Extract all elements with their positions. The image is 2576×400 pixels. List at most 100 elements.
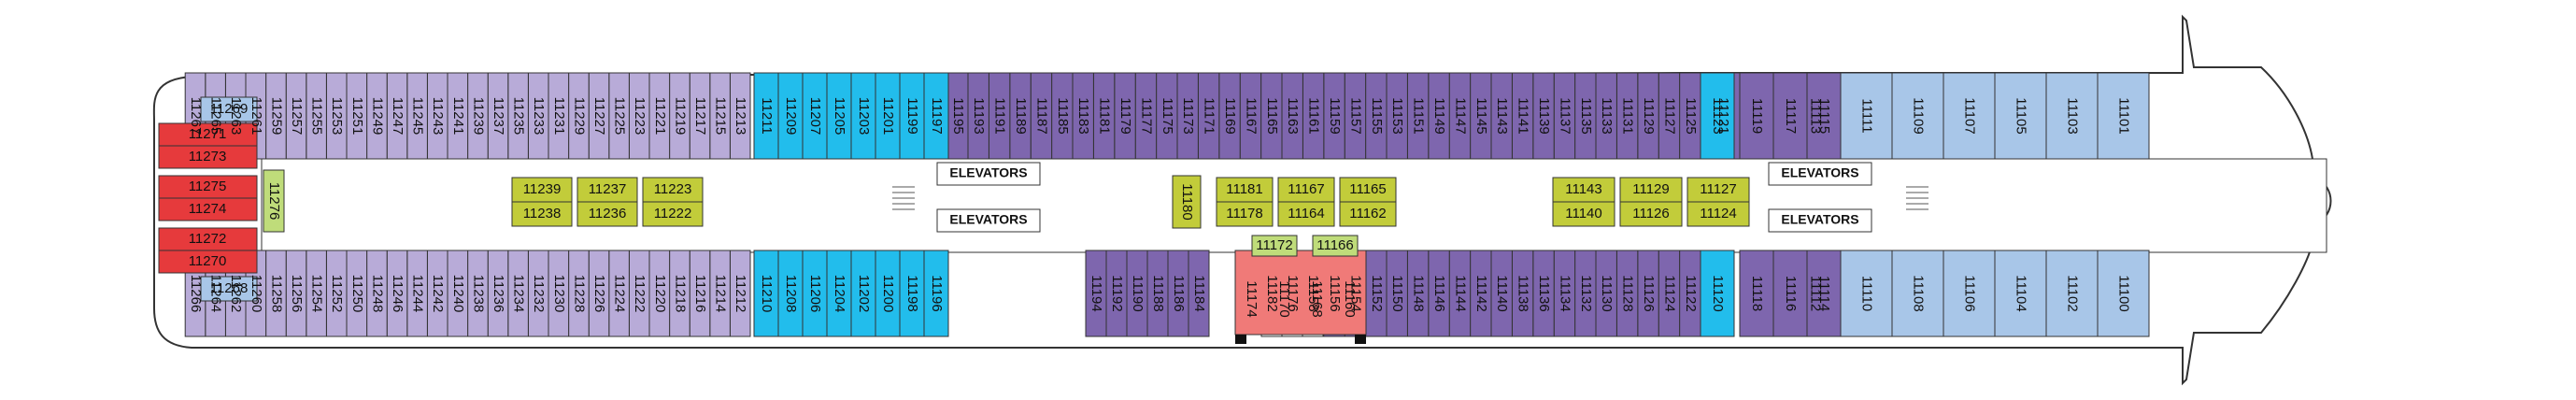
cabin-number-11155: 11155 (1369, 97, 1385, 135)
cabin-number-11145: 11145 (1473, 97, 1489, 135)
cabin-number-11231: 11231 (551, 97, 567, 136)
cabin-number-11162: 11162 (1349, 206, 1387, 221)
elevator-box-2 (1768, 162, 1872, 186)
cabin-11164 (1277, 201, 1335, 227)
cabin-number-11126: 11126 (1641, 275, 1657, 312)
cabin-number-11203: 11203 (856, 97, 872, 136)
cabin-number-11140: 11140 (1494, 275, 1510, 312)
cabin-number-11159: 11159 (1327, 97, 1343, 135)
cabin-number-11120: 11120 (1710, 275, 1726, 312)
elevator-box-3 (1768, 208, 1872, 233)
cabin-number-11248: 11248 (369, 275, 385, 313)
cabin-number-11108: 11108 (1911, 275, 1927, 312)
cabin-11178 (1216, 201, 1274, 227)
cabin-number-11126: 11126 (1632, 206, 1670, 221)
cabin-number-11228: 11228 (571, 275, 587, 313)
cabin-number-11254: 11254 (309, 275, 325, 313)
cabin-number-11189: 11189 (1013, 97, 1029, 135)
cabin-11126 (1619, 201, 1683, 227)
cabin-number-11223: 11223 (632, 97, 648, 136)
cabin-number-11194: 11194 (1089, 275, 1104, 312)
cabin-number-11147: 11147 (1452, 97, 1468, 135)
cabin-number-11114: 11114 (1816, 276, 1832, 311)
cabin-number-11244: 11244 (410, 275, 426, 313)
cabin-number-11261: 11261 (249, 97, 264, 136)
cabin-number-11241: 11241 (450, 97, 466, 136)
cabin-number-11142: 11142 (1473, 275, 1489, 312)
cabin-number-11245: 11245 (410, 97, 426, 136)
cabin-number-11186: 11186 (1171, 275, 1187, 312)
cabin-number-11257: 11257 (289, 97, 305, 136)
cabin-number-11119: 11119 (1749, 98, 1765, 134)
cabin-number-11195: 11195 (950, 97, 966, 135)
cabin-number-11190: 11190 (1130, 275, 1146, 312)
cabin-number-11103: 11103 (2065, 97, 2081, 135)
cabin-11116 (1772, 250, 1808, 337)
cabin-number-11178: 11178 (1226, 206, 1263, 221)
cabin-number-11211: 11211 (759, 97, 775, 135)
cabin-number-11140: 11140 (1565, 206, 1602, 221)
cabin-number-11201: 11201 (880, 97, 896, 136)
cabin-number-11106: 11106 (1962, 275, 1978, 312)
cabin-11208 (777, 250, 804, 337)
cabin-number-11215: 11215 (713, 97, 729, 136)
cabin-number-11252: 11252 (329, 275, 345, 313)
cabin-number-11250: 11250 (349, 275, 365, 313)
cabin-number-11111: 11111 (1859, 98, 1875, 133)
cabin-number-11247: 11247 (390, 97, 406, 136)
cabin-number-11216: 11216 (692, 275, 708, 313)
cabin-number-11105: 11105 (2014, 97, 2029, 135)
cabin-number-11220: 11220 (652, 275, 668, 313)
cabin-number-11210: 11210 (759, 275, 775, 313)
cabin-number-11180: 11180 (1179, 183, 1195, 221)
cabin-number-11214: 11214 (713, 275, 729, 313)
cabin-11237 (576, 177, 638, 203)
cabin-11194 (1085, 250, 1107, 337)
cabin-number-11136: 11136 (1536, 275, 1552, 312)
cabin-number-11264: 11264 (208, 275, 224, 313)
cabin-number-11251: 11251 (349, 97, 365, 136)
cabin-number-11235: 11235 (511, 97, 527, 136)
cabin-number-11149: 11149 (1431, 97, 1447, 135)
cabin-number-11102: 11102 (2065, 275, 2081, 312)
cabin-number-11276: 11276 (266, 182, 282, 221)
cabin-11273 (158, 145, 258, 169)
cabin-11200 (875, 250, 901, 337)
cabin-number-11128: 11128 (1620, 275, 1636, 312)
cabin-11124 (1686, 201, 1750, 227)
cabin-number-11238: 11238 (523, 206, 562, 221)
cabin-number-11152: 11152 (1369, 275, 1385, 312)
cabin-11115 (1806, 72, 1842, 160)
cabin-11110 (1840, 250, 1893, 337)
cabin-number-11109: 11109 (1911, 97, 1927, 135)
cabin-11276 (263, 169, 285, 233)
cabin-11270 (158, 250, 258, 274)
cabin-11102 (2045, 250, 2099, 337)
cabin-11172 (1251, 235, 1298, 257)
cabin-11119 (1739, 72, 1774, 160)
cabin-number-11118: 11118 (1749, 276, 1765, 311)
cabin-number-11182: 11182 (1264, 275, 1280, 312)
cabin-number-11144: 11144 (1452, 275, 1468, 312)
cabin-number-11236: 11236 (589, 206, 627, 221)
cabin-number-11133: 11133 (1599, 97, 1615, 135)
cabin-number-11196: 11196 (929, 275, 945, 312)
cabin-11236 (576, 201, 638, 227)
cabin-number-11100: 11100 (2116, 275, 2132, 312)
cabin-number-11170: 11170 (1276, 280, 1292, 318)
cabin-number-11121: 11121 (1715, 97, 1731, 135)
cabin-number-11273: 11273 (189, 149, 227, 164)
cabin-11167 (1277, 177, 1335, 203)
cabin-number-11171: 11171 (1202, 97, 1217, 135)
cabin-number-11258: 11258 (268, 275, 284, 313)
cabin-11269 (200, 96, 258, 122)
cabin-number-11110: 11110 (1859, 276, 1875, 311)
cabin-number-11221: 11221 (652, 97, 668, 136)
cabin-number-11124: 11124 (1661, 275, 1677, 312)
cabin-number-11230: 11230 (551, 275, 567, 313)
cabin-number-11127: 11127 (1700, 181, 1737, 197)
cabin-number-11204: 11204 (832, 275, 847, 313)
cabin-11268 (200, 276, 258, 302)
cabin-number-11153: 11153 (1389, 97, 1405, 135)
cabin-number-11198: 11198 (904, 275, 920, 312)
